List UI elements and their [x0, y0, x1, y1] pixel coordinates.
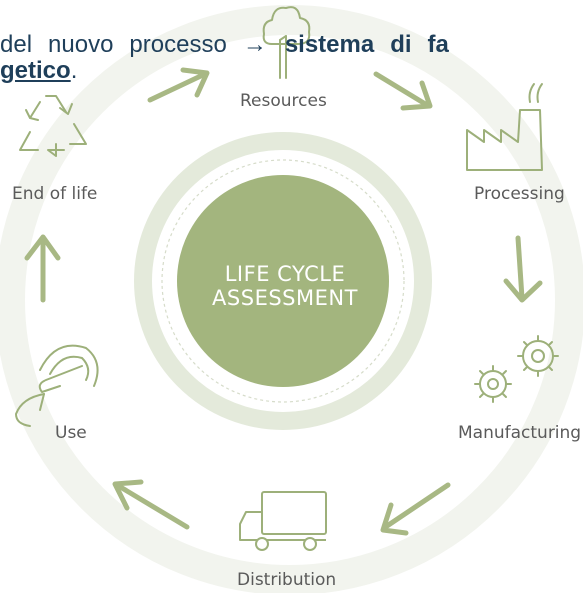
stage-label-use: Use [55, 423, 87, 443]
header-word: del [0, 31, 33, 58]
header-line-2: getico. [0, 56, 77, 86]
factory-icon [466, 83, 543, 171]
header-word-bold: sistema [284, 31, 375, 58]
arrow-eol-to-resources [147, 67, 210, 103]
arrow-processing-to-manufacturing [503, 235, 543, 303]
background-ring [0, 5, 583, 593]
arrow-distribution-to-use [112, 479, 190, 530]
outer-ring [134, 132, 432, 430]
tree-icon [262, 6, 311, 79]
center-title: LIFE CYCLE ASSESSMENT [180, 262, 390, 310]
center-circle [177, 175, 389, 387]
center-title-line2: ASSESSMENT [212, 286, 358, 310]
center-title-line1: LIFE CYCLE [224, 262, 346, 286]
truck-icon [239, 491, 327, 551]
stage-label-end-of-life: End of life [12, 184, 98, 204]
header-word: nuovo [48, 31, 114, 58]
arrow-use-to-eol [24, 234, 61, 303]
header-word-bold-underlined: getico [0, 57, 71, 84]
stage-label-processing: Processing [474, 184, 565, 204]
header-word-bold: di [390, 31, 412, 58]
stage-label-distribution: Distribution [237, 570, 337, 590]
arrow-resources-to-processing [373, 71, 433, 111]
arrow-manufacturing-to-distribution [380, 482, 451, 536]
dotted-ring [161, 159, 405, 403]
gears-icon [474, 335, 559, 403]
stage-label-manufacturing: Manufacturing [458, 423, 582, 443]
header-word-bold: fa [427, 31, 449, 58]
stage-label-resources: Resources [240, 91, 327, 111]
right-arrow-icon: → [242, 31, 267, 58]
touch-hand-icon [15, 344, 99, 427]
header-punctuation: . [70, 57, 78, 84]
cycle-arrows [24, 67, 543, 536]
recycle-icon [19, 95, 87, 157]
header-word: processo [129, 31, 227, 58]
